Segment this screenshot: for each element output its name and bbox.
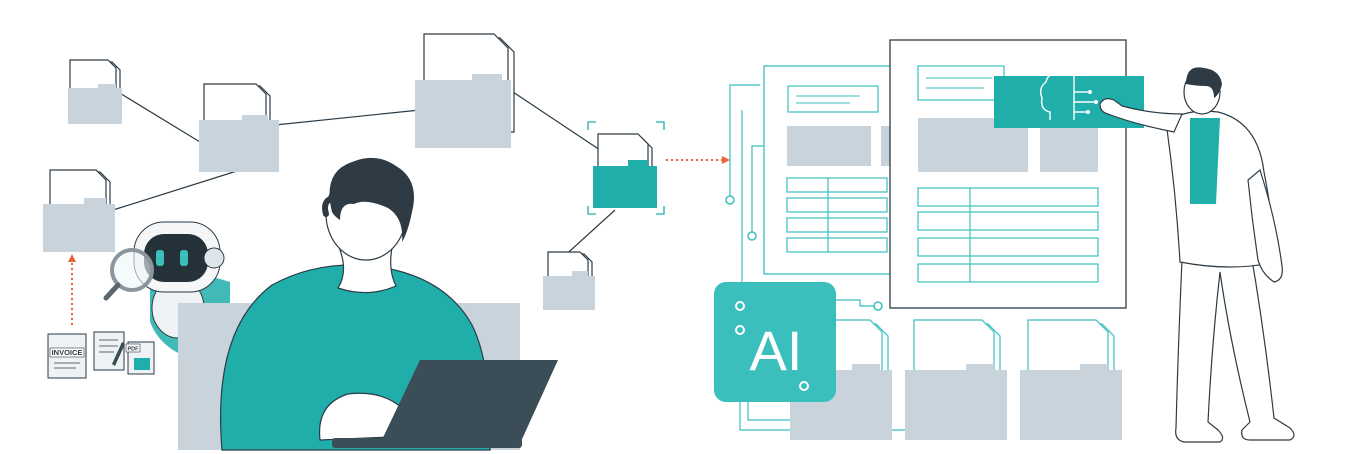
pdf-document-icon: PDF [125,341,155,375]
flow-arrow [666,156,730,164]
folder-icon [68,59,122,124]
folder-icon [905,319,1007,440]
person-at-laptop [178,157,558,451]
back-document [763,65,895,275]
folder-icon [199,83,279,172]
laptop-icon [332,360,558,448]
network-link [112,169,241,211]
pdf-label: PDF [128,347,140,353]
brain-circuit-icon [994,71,1144,128]
folder-icon [415,33,515,148]
standing-person [1099,67,1295,443]
ai-badge-text: AI [750,319,803,382]
invoice-document-icon: INVOICE [47,333,87,379]
folder-icon [543,251,595,310]
hair [329,157,414,242]
network-link [274,109,421,126]
network-link [509,89,601,151]
magnifier-icon [103,248,154,301]
upload-arrow [68,254,76,325]
form-document-icon [93,331,125,371]
network-link [117,91,201,143]
folder-icon [1020,319,1122,440]
ai-badge: AI [714,282,836,402]
invoice-label: INVOICE [52,348,83,357]
selected-folder-icon [587,121,665,215]
folder-icon [43,169,115,252]
